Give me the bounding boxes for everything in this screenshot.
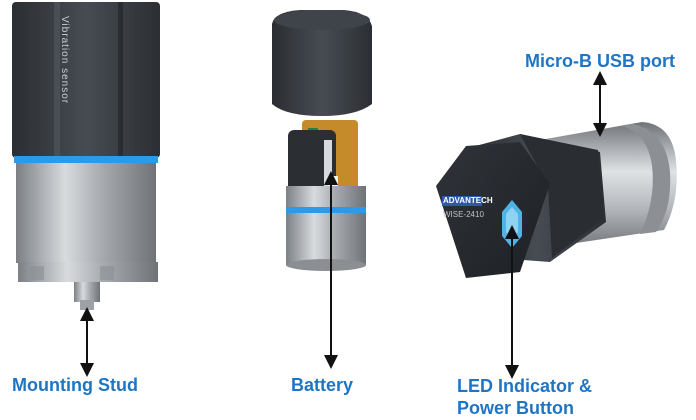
battery-cap (272, 10, 372, 116)
vibration-sensor-device (12, 2, 160, 310)
battery-device (272, 10, 372, 271)
sensor-side-text: Vibration sensor (59, 16, 70, 105)
mounting-stud-label: Mounting Stud (12, 375, 138, 395)
sensor-cap (12, 2, 160, 158)
battery-accent-ring (286, 207, 366, 213)
power-button-label: Power Button (457, 398, 574, 418)
sensor-accent-ring (14, 156, 158, 163)
usb-port-label: Micro-B USB port (525, 51, 675, 71)
brand-badge-bg (442, 196, 482, 206)
battery-label: Battery (291, 375, 354, 395)
mounting-stud (74, 282, 100, 302)
sensor-metal-body (16, 163, 156, 263)
hex-sensor-device (436, 122, 677, 278)
led-indicator-label: LED Indicator & (457, 376, 593, 396)
model-text: WISE-2410 (443, 210, 484, 219)
brand-text: ADVANTECH (443, 196, 493, 205)
hex-front-face (436, 142, 550, 278)
